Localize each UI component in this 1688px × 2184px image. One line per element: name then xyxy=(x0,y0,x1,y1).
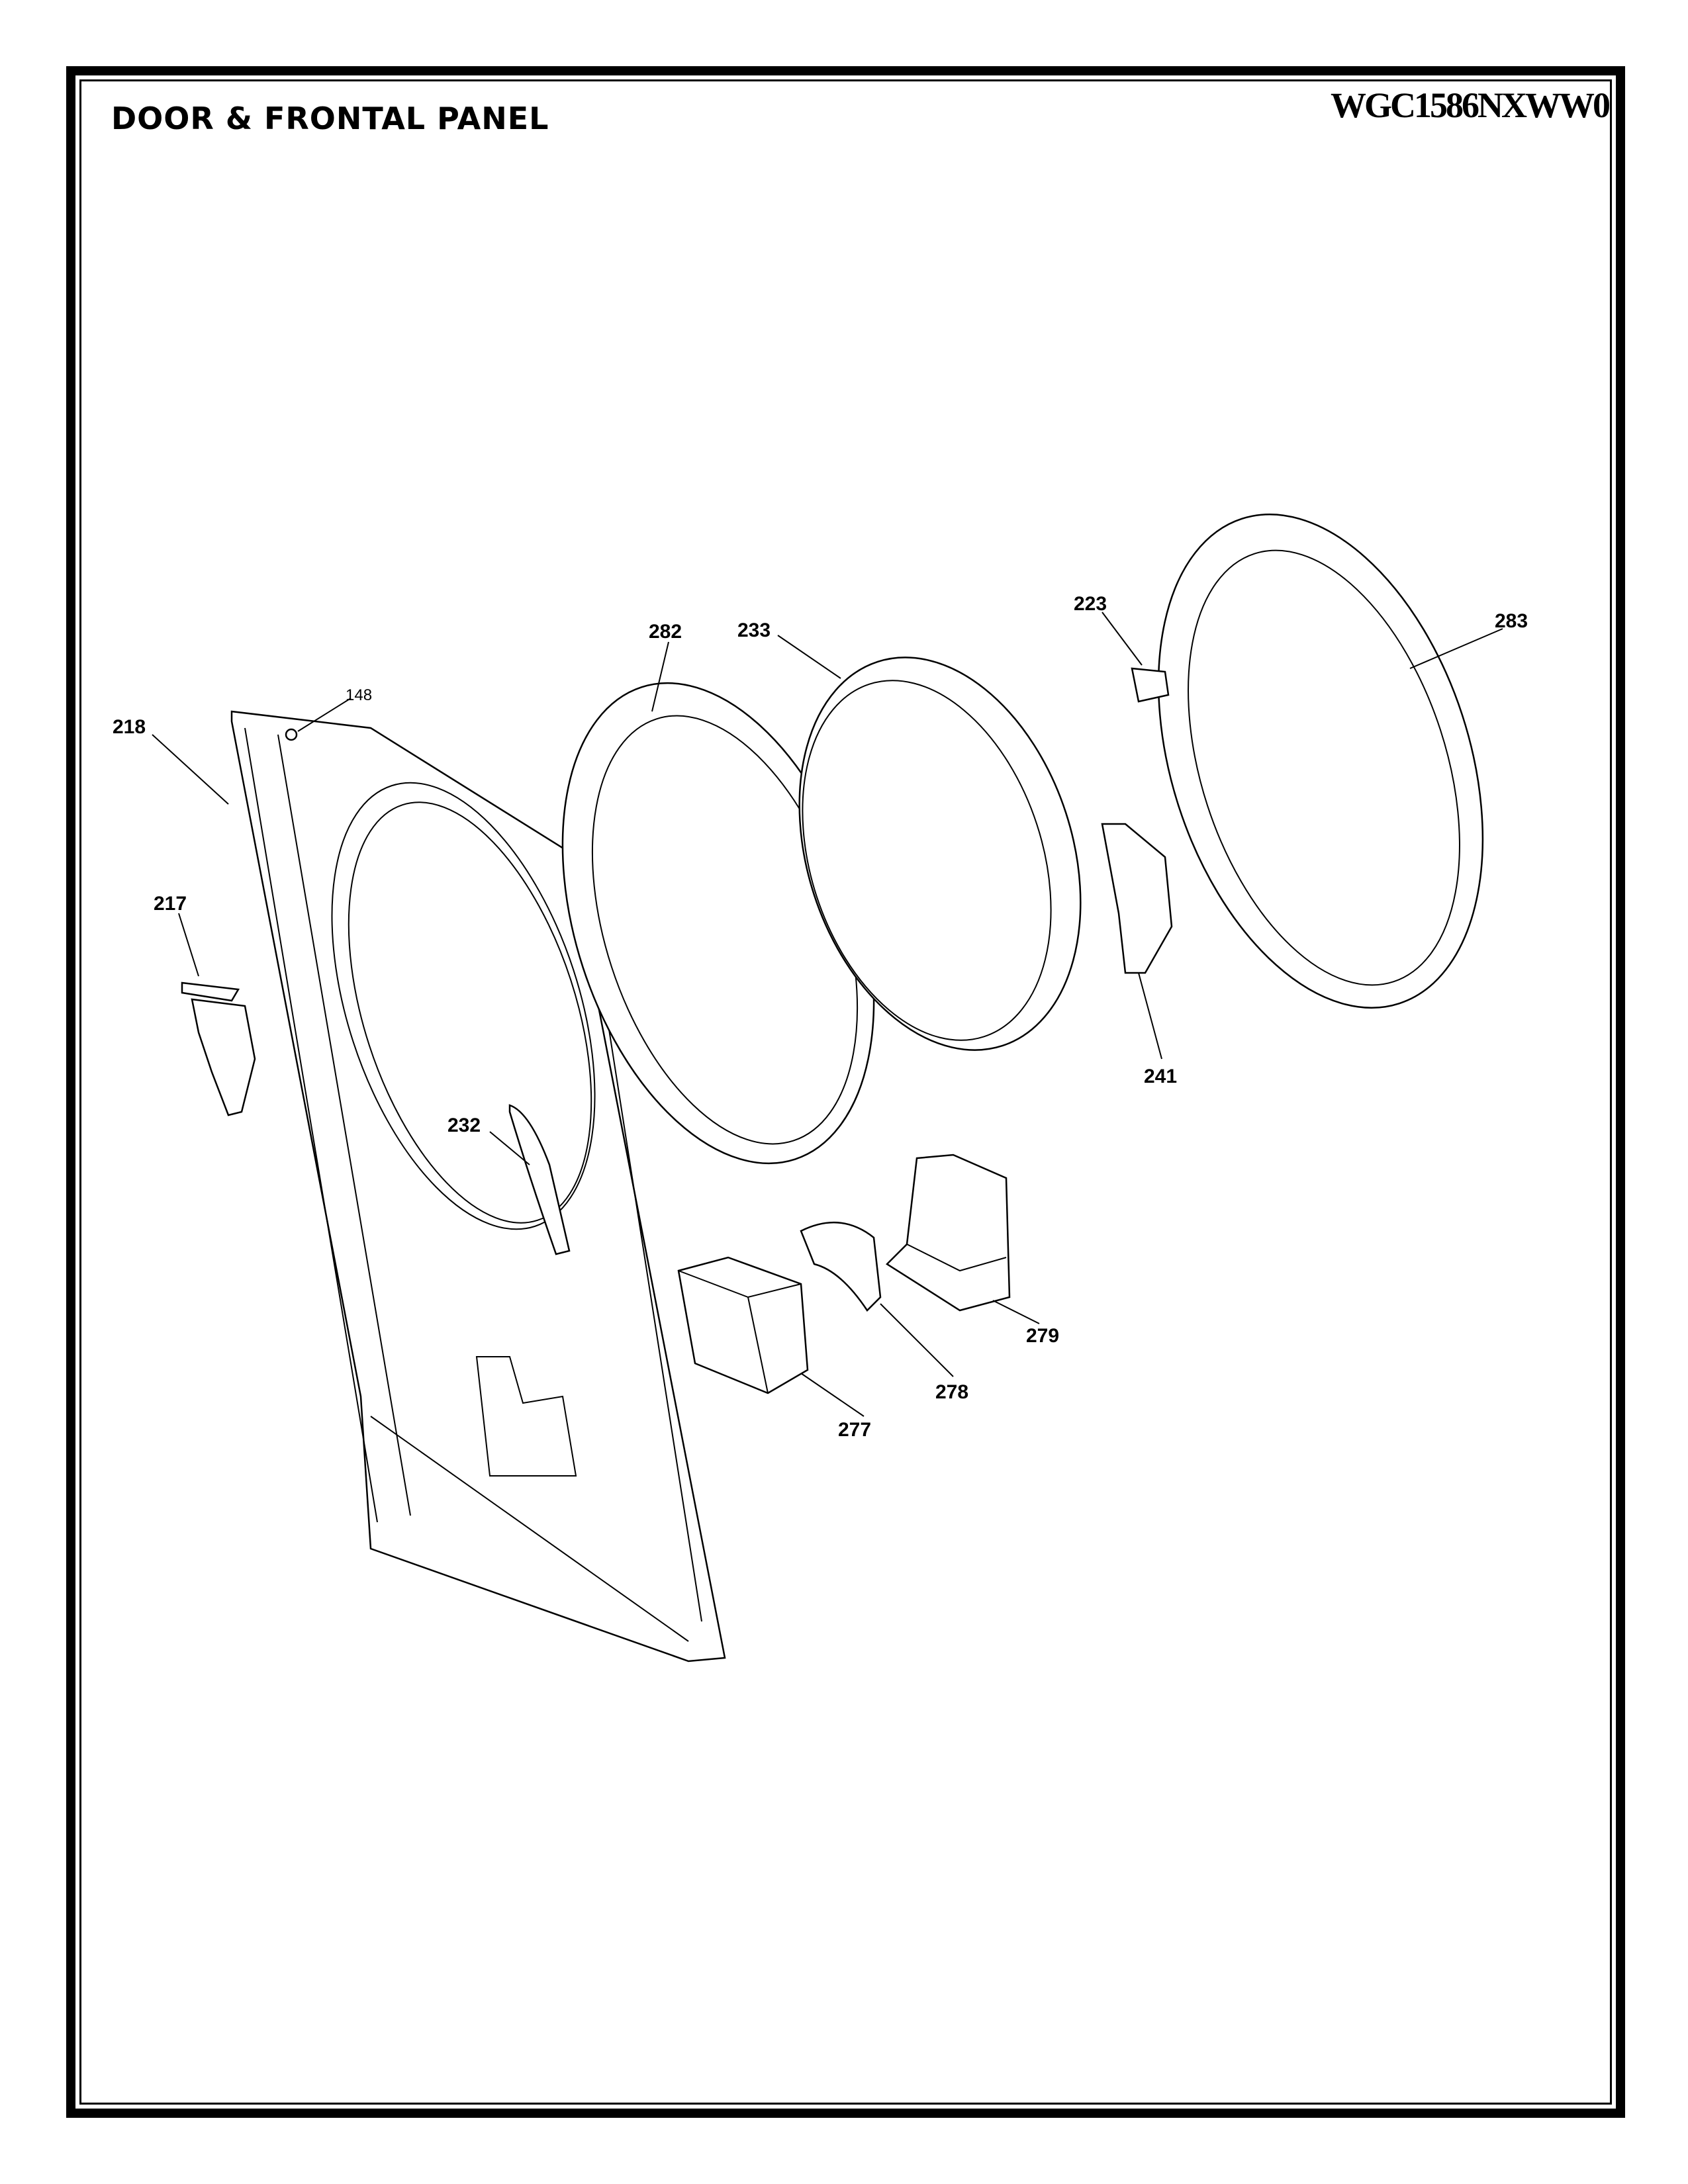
callout-218: 218 xyxy=(113,716,146,738)
callout-217: 217 xyxy=(154,893,187,915)
page-border-inner xyxy=(79,79,1612,2105)
part-218-frontal-panel xyxy=(230,710,726,1662)
model-number: WGC1586NXWW0 xyxy=(1331,85,1611,125)
callout-232: 232 xyxy=(447,1115,481,1136)
callout-283: 283 xyxy=(1495,610,1528,632)
part-277-box xyxy=(677,1256,809,1394)
part-217-switch xyxy=(181,981,256,1116)
part-283-door-ring xyxy=(1157,514,1484,1009)
callout-277: 277 xyxy=(838,1419,871,1441)
callout-241: 241 xyxy=(1144,1066,1177,1087)
page-title: DOOR & FRONTAL PANEL xyxy=(111,101,549,136)
callout-223: 223 xyxy=(1074,593,1107,615)
callout-278: 278 xyxy=(935,1381,968,1403)
callout-282: 282 xyxy=(649,621,682,643)
part-148-nut xyxy=(285,728,298,741)
part-279-bracket xyxy=(886,1154,1011,1312)
callout-148: 148 xyxy=(346,686,372,704)
part-232-strip xyxy=(508,1104,571,1255)
part-278-cover xyxy=(800,1221,882,1312)
part-241-latch xyxy=(1101,823,1173,974)
part-233-door-bowl xyxy=(798,657,1082,1051)
part-223-hinge xyxy=(1131,667,1170,703)
leader-lines xyxy=(152,612,1503,1417)
page-border-outer xyxy=(66,66,1625,2118)
callout-279: 279 xyxy=(1026,1325,1059,1347)
callout-233: 233 xyxy=(737,619,771,641)
part-282-ring xyxy=(561,682,875,1165)
